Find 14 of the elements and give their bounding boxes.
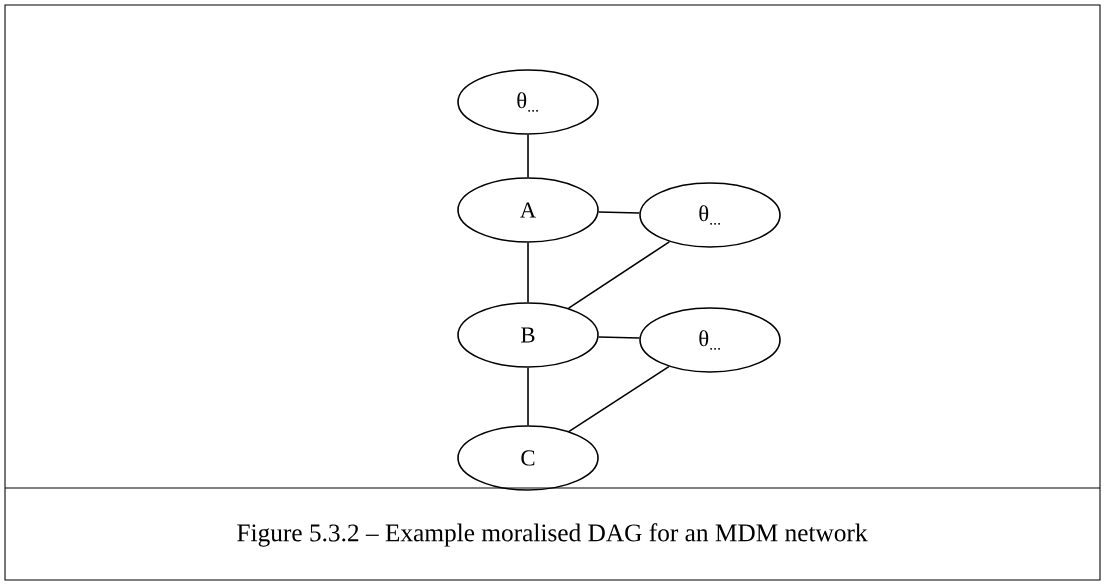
edge-line [597, 211, 641, 214]
edge-line [597, 336, 641, 339]
ellipse-node: A [457, 177, 599, 243]
edge-line [527, 134, 529, 178]
edge-line [568, 365, 670, 433]
ellipse-node: B [457, 302, 599, 368]
edge-line [527, 242, 529, 303]
ellipse-node: C [457, 425, 599, 491]
ellipse-node: θ$_{...}$ [457, 69, 599, 135]
edge-line [527, 367, 529, 426]
ellipse-node: θ$_{...}$ [639, 182, 781, 248]
ellipse-node: θ$_{...}$ [639, 307, 781, 373]
caption: Figure 5.3.2 – Example moralised DAG for an MDM network [237, 523, 868, 547]
edge-line [567, 241, 671, 309]
